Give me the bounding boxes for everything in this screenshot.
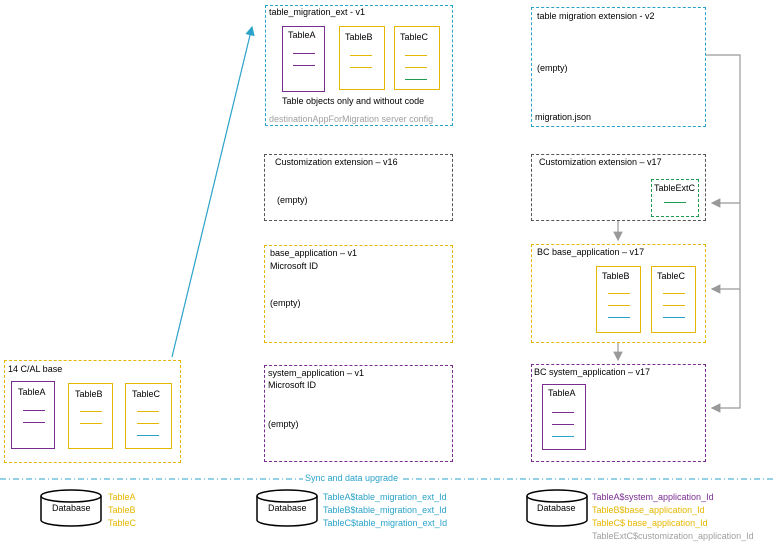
table-label: TableC — [400, 32, 429, 42]
table-label: TableB — [602, 271, 630, 281]
table-label: TableA — [288, 30, 316, 40]
system-v17-table-a: TableA — [542, 384, 586, 450]
cal-base-title: 14 C/AL base — [8, 364, 63, 374]
cal-base-box: 14 C/AL base TableA TableB TableC — [4, 360, 181, 463]
customization-ext-v16-empty: (empty) — [277, 195, 308, 205]
migration-ext-v1-caption: Table objects only and without code — [282, 96, 425, 106]
table-label: TableA — [18, 387, 46, 397]
table-label: TableB — [345, 32, 373, 42]
table-label: TableC — [657, 271, 686, 281]
base-v17-table-b: TableB — [596, 266, 641, 333]
db1-entry: TableA — [108, 492, 136, 502]
database-label: Database — [52, 503, 91, 513]
migration-json-label: migration.json — [535, 112, 592, 122]
migration-ext-v1-footer: destinationAppForMigration server config — [269, 114, 434, 124]
upgrade-arrow — [171, 25, 255, 358]
database-label: Database — [268, 503, 307, 513]
customization-ext-v17-box: Customization extension – v17 TableExtC — [531, 154, 706, 221]
table-ext-c: TableExtC — [651, 179, 699, 217]
migration-ext-v2-box: table migration extension - v2 (empty) m… — [531, 7, 706, 127]
db1-entry: TableC — [108, 518, 137, 528]
database-label: Database — [537, 503, 576, 513]
db3-entry: TableA$system_application_Id — [592, 492, 714, 502]
cal-table-c: TableC — [125, 383, 172, 449]
bc-base-app-v17-box: BC base_application – v17 TableB TableC — [531, 244, 706, 343]
db1-entry: TableB — [108, 505, 136, 515]
system-app-v1-empty: (empty) — [268, 419, 299, 429]
feed-connector — [706, 54, 741, 413]
customization-ext-v16-box: Customization extension – v16 (empty) — [264, 154, 453, 221]
db3-entry: TableExtC$customization_application_Id — [592, 531, 754, 541]
database-icon — [256, 489, 318, 527]
base-app-v1-title: base_application – v1 — [270, 248, 358, 258]
migration-ext-v1-title: table_migration_ext - v1 — [269, 7, 366, 17]
migration-table-a: TableA — [282, 26, 325, 92]
bc-system-app-v17-title: BC system_application – v17 — [534, 367, 651, 377]
cal-table-a: TableA — [11, 381, 55, 449]
db3-entry: TableC$ base_application_Id — [592, 518, 708, 528]
customization-ext-v16-title: Customization extension – v16 — [275, 157, 398, 167]
table-label: TableC — [132, 389, 161, 399]
base-v17-table-c: TableC — [651, 266, 696, 333]
db2-entry: TableC$table_migration_ext_Id — [323, 518, 448, 528]
system-app-v1-title: system_application – v1 — [268, 368, 365, 378]
bc-base-app-v17-title: BC base_application – v17 — [537, 247, 645, 257]
base-app-v1-subtitle: Microsoft ID — [270, 261, 319, 271]
migration-table-c: TableC — [394, 26, 440, 90]
base-app-v1-empty: (empty) — [270, 298, 301, 308]
db2-entry: TableA$table_migration_ext_Id — [323, 492, 447, 502]
cal-table-b: TableB — [68, 383, 113, 449]
migration-ext-v2-empty: (empty) — [537, 63, 568, 73]
table-label: TableA — [548, 388, 576, 398]
db3-entry: TableB$base_application_Id — [592, 505, 705, 515]
migration-ext-v2-title: table migration extension - v2 — [537, 11, 655, 21]
migration-table-b: TableB — [339, 26, 385, 90]
table-label: TableB — [75, 389, 103, 399]
database-icon — [526, 489, 588, 527]
system-app-v1-box: system_application – v1 Microsoft ID (em… — [264, 365, 453, 462]
customization-ext-v17-title: Customization extension – v17 — [539, 157, 662, 167]
database-icon — [40, 489, 102, 527]
base-app-v1-box: base_application – v1 Microsoft ID (empt… — [264, 245, 453, 343]
bc-system-app-v17-box: BC system_application – v17 TableA — [531, 364, 706, 462]
migration-ext-v1-box: table_migration_ext - v1 TableA TableB T… — [265, 5, 453, 126]
sync-label: Sync and data upgrade — [303, 473, 401, 484]
table-label: TableExtC — [654, 183, 696, 193]
db2-entry: TableB$table_migration_ext_Id — [323, 505, 447, 515]
system-app-v1-subtitle: Microsoft ID — [268, 380, 317, 390]
